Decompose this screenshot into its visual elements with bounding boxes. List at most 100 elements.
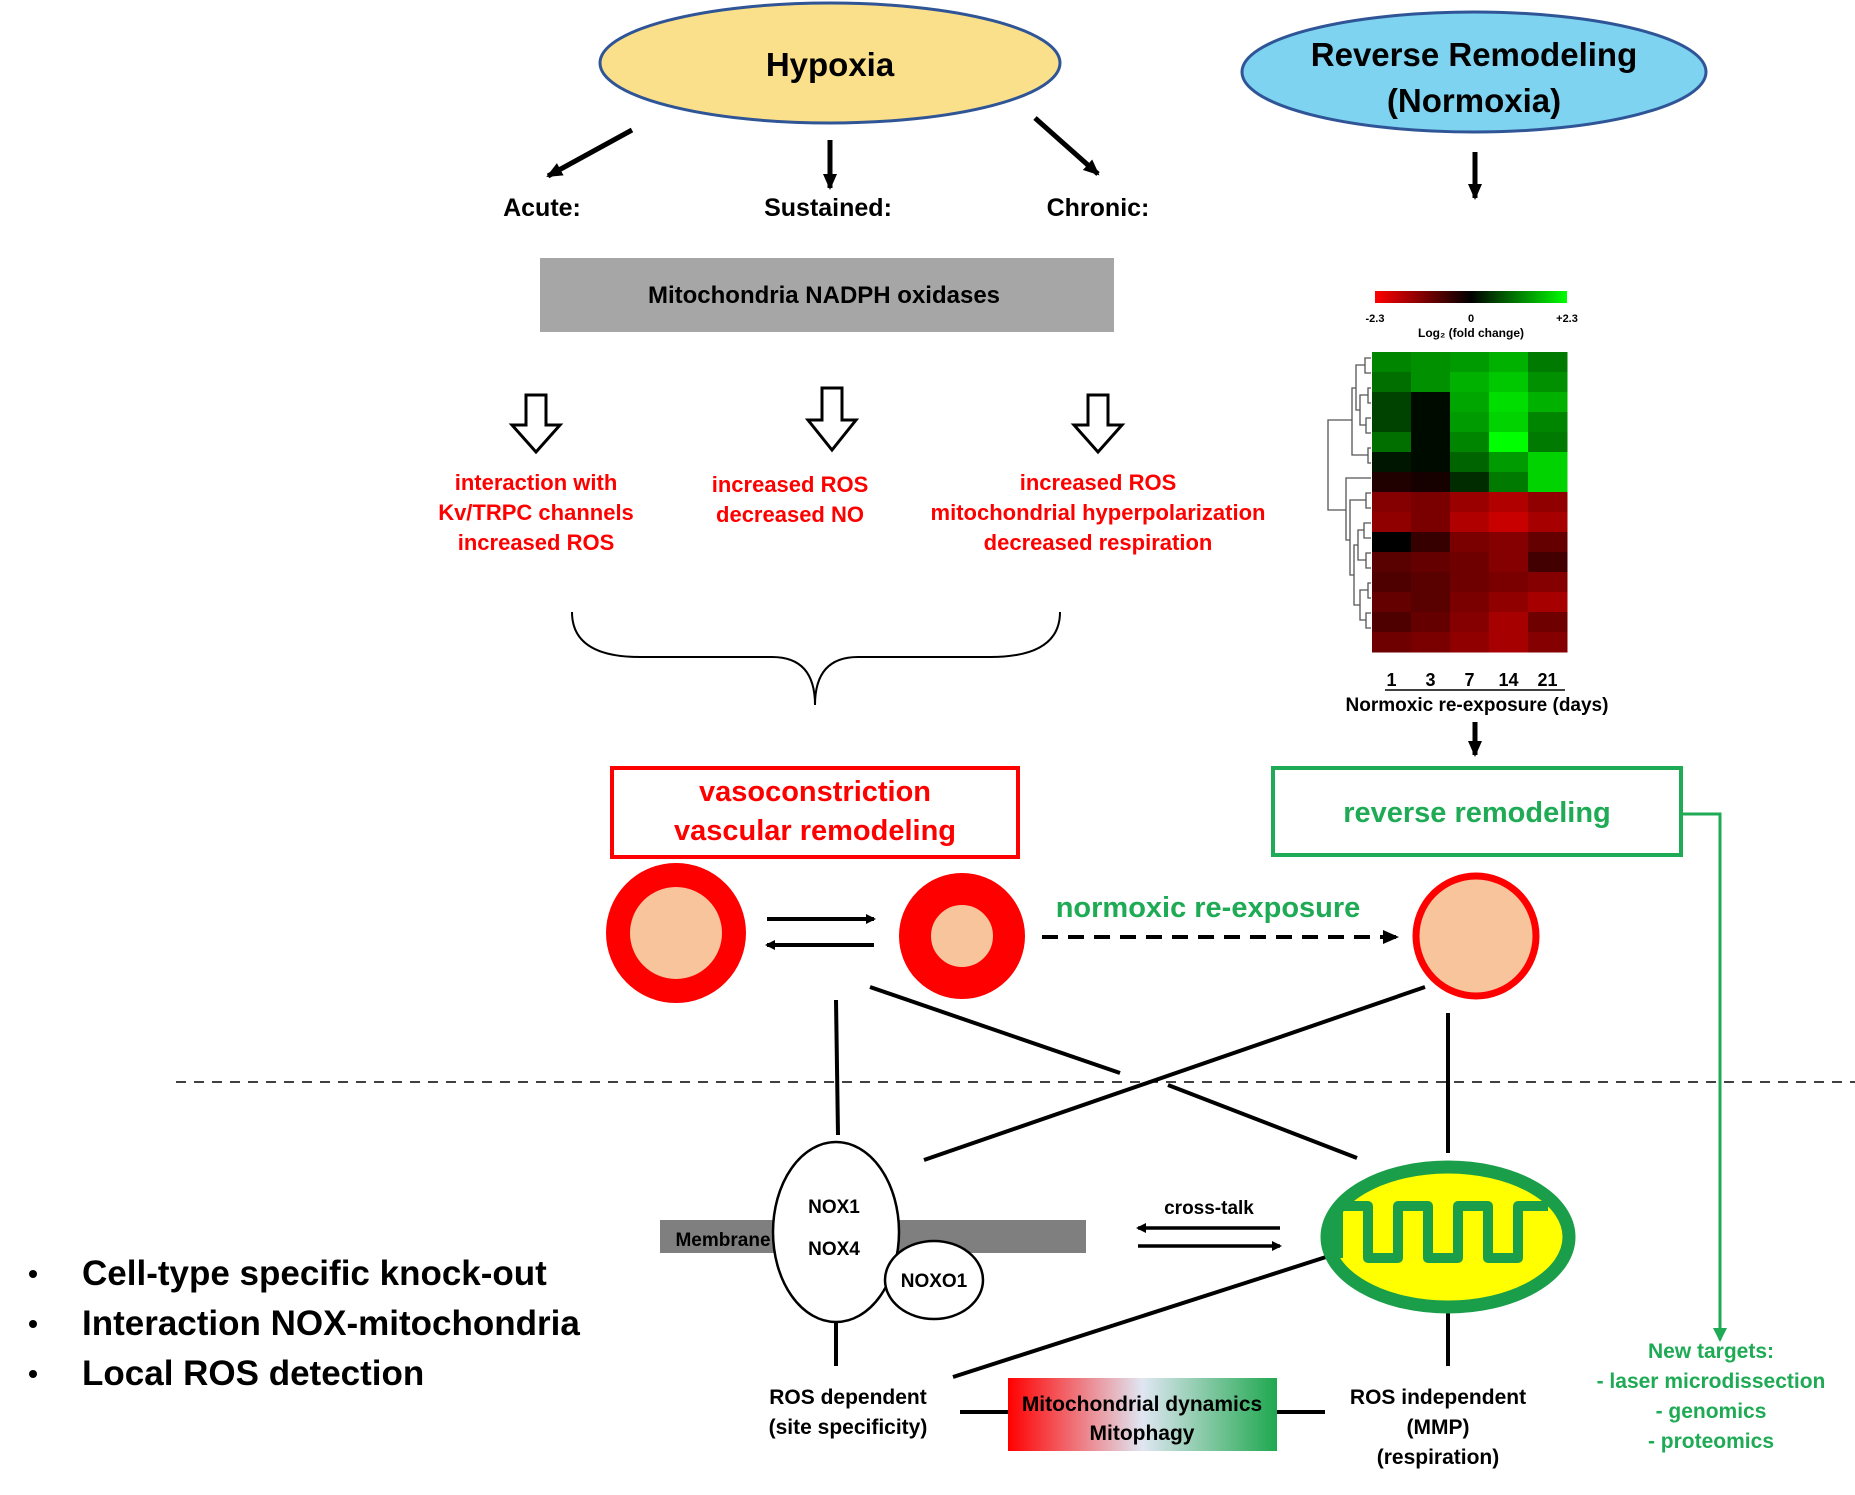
heatmap-cell: [1489, 612, 1529, 633]
heatmap-xlabel: Normoxic re-exposure (days): [1346, 695, 1609, 716]
source-box: [540, 258, 1114, 332]
heatmap-cell: [1411, 572, 1451, 593]
heatmap-cell: [1450, 612, 1490, 633]
mitochondrial-dynamics-box: [1008, 1378, 1277, 1451]
vessel-normal: [606, 863, 746, 1003]
source-box-label: Mitochondria NADPH oxidases: [648, 282, 1000, 309]
reverse-remodeling-label: reverse remodeling: [1343, 797, 1611, 829]
heatmap-day-label: 1: [1386, 670, 1396, 690]
noxo1-subunit: [883, 1239, 985, 1321]
heatmap-cell: [1372, 372, 1412, 393]
chronic-effect-1: increased ROS: [1020, 470, 1177, 495]
vasoconstriction-box: [610, 766, 1020, 859]
nox-complex: [771, 1140, 901, 1324]
heatmap-cell: [1450, 572, 1490, 593]
heatmap-day-label: 7: [1464, 670, 1474, 690]
heatmap-cell: [1411, 532, 1451, 553]
heatmap-cell: [1489, 532, 1529, 553]
bullet-1: Cell-type specific knock-out: [82, 1254, 547, 1293]
noxo1-label: NOXO1: [901, 1271, 968, 1292]
heatmap-cell: [1528, 612, 1568, 633]
heatmap-cell: [1450, 432, 1490, 453]
heatmap-cell: [1411, 612, 1451, 633]
heatmap-cell: [1372, 572, 1412, 593]
heatmap-day-label: 21: [1537, 670, 1557, 690]
targets-item-2: - genomics: [1656, 1400, 1767, 1423]
phase-acute: Acute:: [503, 194, 581, 222]
heatmap-scale-bar: [1375, 291, 1567, 303]
heatmap-cell: [1528, 392, 1568, 413]
heatmap-scale-label: Log₂ (fold change): [1418, 326, 1524, 340]
crosstalk-label: cross-talk: [1164, 1198, 1254, 1219]
heatmap-cell: [1450, 352, 1490, 373]
heatmap-cell: [1489, 552, 1529, 573]
bullet-dot: [29, 1370, 37, 1378]
heatmap-cell: [1528, 492, 1568, 513]
acute-effect-1: interaction with: [455, 470, 618, 495]
heatmap-scale-min: -2.3: [1366, 313, 1385, 325]
hollow-arrow-acute: [508, 393, 564, 455]
bullet-2: Interaction NOX-mitochondria: [82, 1304, 580, 1343]
hypoxia-title: Hypoxia: [766, 46, 895, 83]
connection-lines: [834, 985, 1450, 1414]
heatmap-cell: [1450, 392, 1490, 413]
heatmap-day-labels: 1 3 7 14 21: [1386, 670, 1557, 690]
targets-item-1: - laser microdissection: [1597, 1370, 1826, 1393]
vasoconstriction-line-1: vasoconstriction: [699, 776, 931, 808]
reverse-remodeling-box: [1271, 766, 1683, 857]
heatmap-cell: [1372, 472, 1412, 493]
heatmap-cell: [1411, 592, 1451, 613]
phase-sustained: Sustained:: [764, 194, 892, 222]
vasoconstriction-line-2: vascular remodeling: [674, 815, 956, 847]
heatmap-cell: [1450, 512, 1490, 533]
hollow-arrow-sustained: [804, 386, 860, 453]
heatmap-cell: [1489, 512, 1529, 533]
sustained-effect-1: increased ROS: [712, 472, 869, 497]
curly-brace: [571, 611, 1061, 706]
heatmap-scale-mid: 0: [1468, 313, 1474, 325]
heatmap-cell: [1528, 552, 1568, 573]
heatmap-cell: [1372, 392, 1412, 413]
heatmap-cell: [1528, 432, 1568, 453]
heatmap-cell: [1450, 452, 1490, 473]
heatmap-cell: [1411, 632, 1451, 653]
chronic-effect-3: decreased respiration: [984, 530, 1213, 555]
acute-effect-2: Kv/TRPC channels: [438, 500, 634, 525]
heatmap-cell: [1528, 452, 1568, 473]
heatmap-cell: [1489, 472, 1529, 493]
heatmap-cell: [1372, 592, 1412, 613]
arrow-acute: [546, 127, 634, 179]
heatmap-scale-max: +2.3: [1556, 313, 1578, 325]
heatmap-cell: [1489, 392, 1529, 413]
heatmap-cell: [1528, 632, 1568, 653]
vessel-reversed: [1412, 872, 1540, 1000]
ros-independent-line-2: (MMP): [1407, 1416, 1470, 1439]
heatmap-cell: [1450, 632, 1490, 653]
heatmap-cell: [1411, 452, 1451, 473]
chronic-effect-2: mitochondrial hyperpolarization: [931, 500, 1266, 525]
heatmap-day-label: 14: [1498, 670, 1518, 690]
heatmap-cell: [1528, 472, 1568, 493]
arrow-chronic: [1033, 116, 1100, 176]
nox1-label: NOX1: [808, 1197, 860, 1218]
heatmap-cell: [1528, 352, 1568, 373]
heatmap-cell: [1450, 372, 1490, 393]
heatmap-cell: [1372, 552, 1412, 573]
heatmap-cell: [1528, 592, 1568, 613]
heatmap-cell: [1411, 472, 1451, 493]
heatmap-cell: [1528, 372, 1568, 393]
ros-dependent-line-2: (site specificity): [769, 1416, 928, 1439]
heatmap-cell: [1411, 432, 1451, 453]
dynamics-line-1: Mitochondrial dynamics: [1022, 1393, 1262, 1416]
normoxic-reexposure-label: normoxic re-exposure: [1056, 892, 1361, 924]
bullet-dot: [29, 1320, 37, 1328]
heatmap-cell: [1372, 492, 1412, 513]
heatmap-cell: [1489, 592, 1529, 613]
heatmap-cell: [1372, 432, 1412, 453]
heatmap-dendrogram: [1327, 357, 1371, 629]
heatmap-day-label: 3: [1425, 670, 1435, 690]
heatmap-cell: [1489, 352, 1529, 373]
heatmap-cell: [1489, 572, 1529, 593]
